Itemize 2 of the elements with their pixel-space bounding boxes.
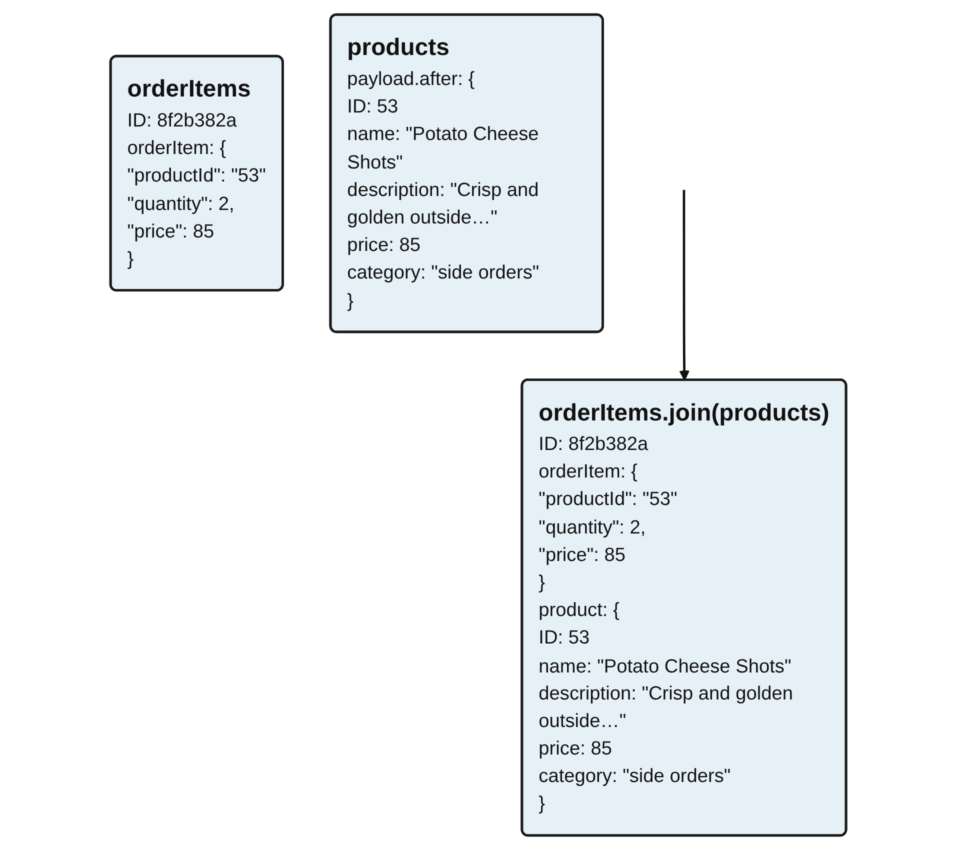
flowchart: orderItems ID: 8f2b382a orderItem: { "productId": "53" "quantity": 2, "price": 85 } products payload.after: { ID: 53 name: "Potato Cheese Shots" description: "Crisp and golden outside…" price: 85 category: "side orders" } orderItems.join(products) ID: 8f2b382a orderItem: { "productId": "53" "quantity": 2, "price": 85 } product: { ID: 53 name: "Potato Cheese Shots" description: "Crisp and golden outside…" price: 85 category: "side orders" }: [100, 5, 856, 845]
arrow: [678, 190, 690, 381]
